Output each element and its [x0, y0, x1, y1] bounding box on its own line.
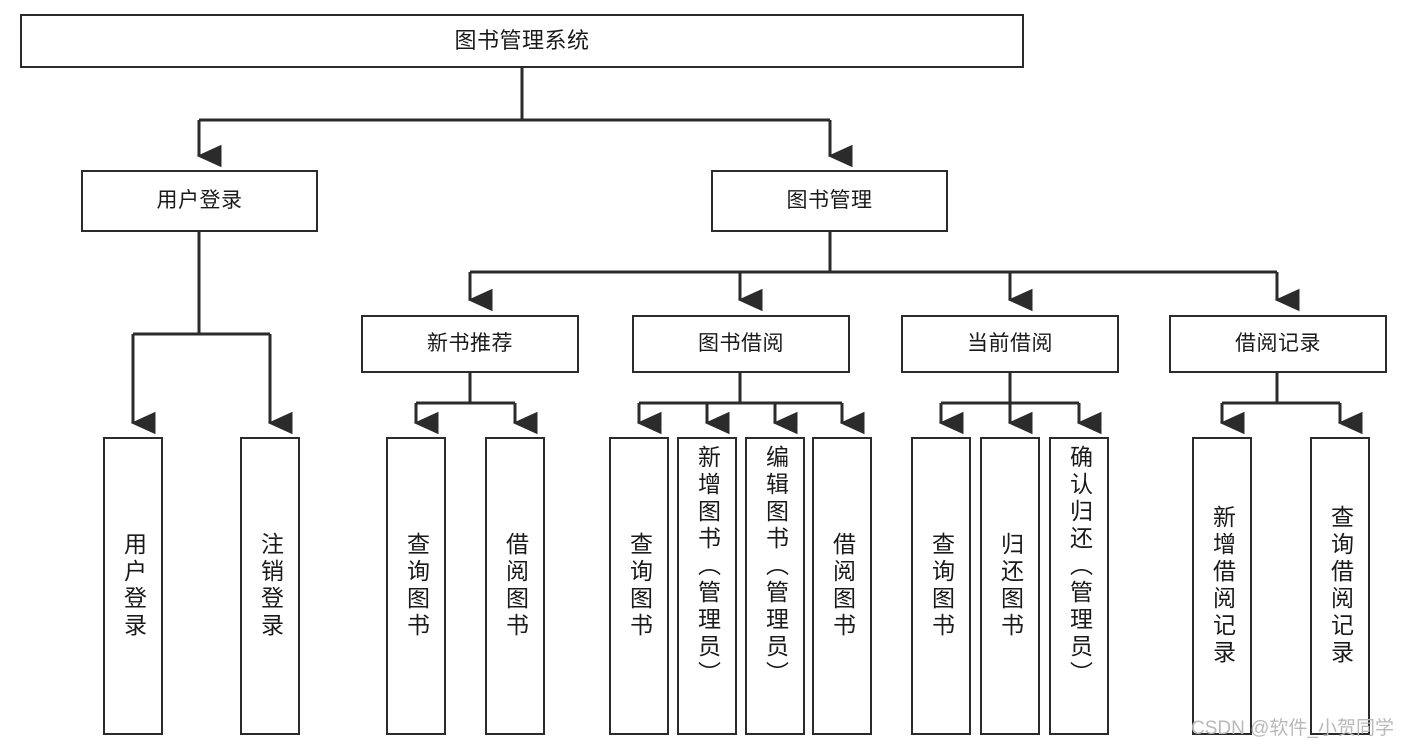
node-label: 编辑图书（管理员） [762, 445, 789, 688]
node-label: 用户登录 [120, 532, 147, 640]
node-label: 归还图书 [997, 532, 1024, 640]
node-label: 新增图书（管理员） [694, 445, 721, 688]
node-label: 确认归还（管理员） [1066, 445, 1093, 688]
node-label: 借阅图书 [502, 532, 529, 640]
node-current-borrow[interactable]: 当前借阅 [901, 315, 1119, 373]
node-user-login[interactable]: 用户登录 [81, 170, 318, 232]
node-label: 图书管理 [786, 188, 873, 212]
node-label: 新书推荐 [427, 331, 513, 355]
watermark: CSDN @软件_小贺同学 [1191, 718, 1394, 739]
node-label: 借阅记录 [1235, 331, 1321, 355]
node-label: 查询图书 [928, 532, 955, 640]
leaf-query-book-2[interactable]: 查询图书 [609, 437, 669, 735]
leaf-borrow-book-2[interactable]: 借阅图书 [812, 437, 872, 735]
node-label: 新增借阅记录 [1209, 505, 1236, 667]
node-borrow-record[interactable]: 借阅记录 [1169, 315, 1387, 373]
leaf-query-book-3[interactable]: 查询图书 [911, 437, 971, 735]
node-label: 当前借阅 [967, 331, 1053, 355]
node-label: 查询图书 [626, 532, 653, 640]
leaf-add-book[interactable]: 新增图书（管理员） [677, 437, 737, 735]
leaf-edit-book[interactable]: 编辑图书（管理员） [745, 437, 805, 735]
node-label: 借阅图书 [829, 532, 856, 640]
node-label: 图书管理系统 [454, 28, 590, 54]
node-label: 用户登录 [156, 188, 243, 212]
node-label: 图书借阅 [698, 331, 784, 355]
leaf-user-logout[interactable]: 注销登录 [240, 437, 300, 735]
leaf-return-book[interactable]: 归还图书 [980, 437, 1040, 735]
leaf-confirm-return[interactable]: 确认归还（管理员） [1049, 437, 1109, 735]
leaf-borrow-book-1[interactable]: 借阅图书 [485, 437, 545, 735]
leaf-add-record[interactable]: 新增借阅记录 [1192, 437, 1252, 735]
node-label: 查询图书 [403, 532, 430, 640]
node-new-book-recommend[interactable]: 新书推荐 [361, 315, 579, 373]
leaf-user-login[interactable]: 用户登录 [103, 437, 163, 735]
node-book-borrow[interactable]: 图书借阅 [632, 315, 850, 373]
node-label: 查询借阅记录 [1327, 505, 1354, 667]
node-root-system[interactable]: 图书管理系统 [20, 14, 1024, 68]
node-label: 注销登录 [257, 532, 284, 640]
leaf-query-record[interactable]: 查询借阅记录 [1310, 437, 1370, 735]
leaf-query-book-1[interactable]: 查询图书 [386, 437, 446, 735]
node-book-manage[interactable]: 图书管理 [711, 170, 948, 232]
